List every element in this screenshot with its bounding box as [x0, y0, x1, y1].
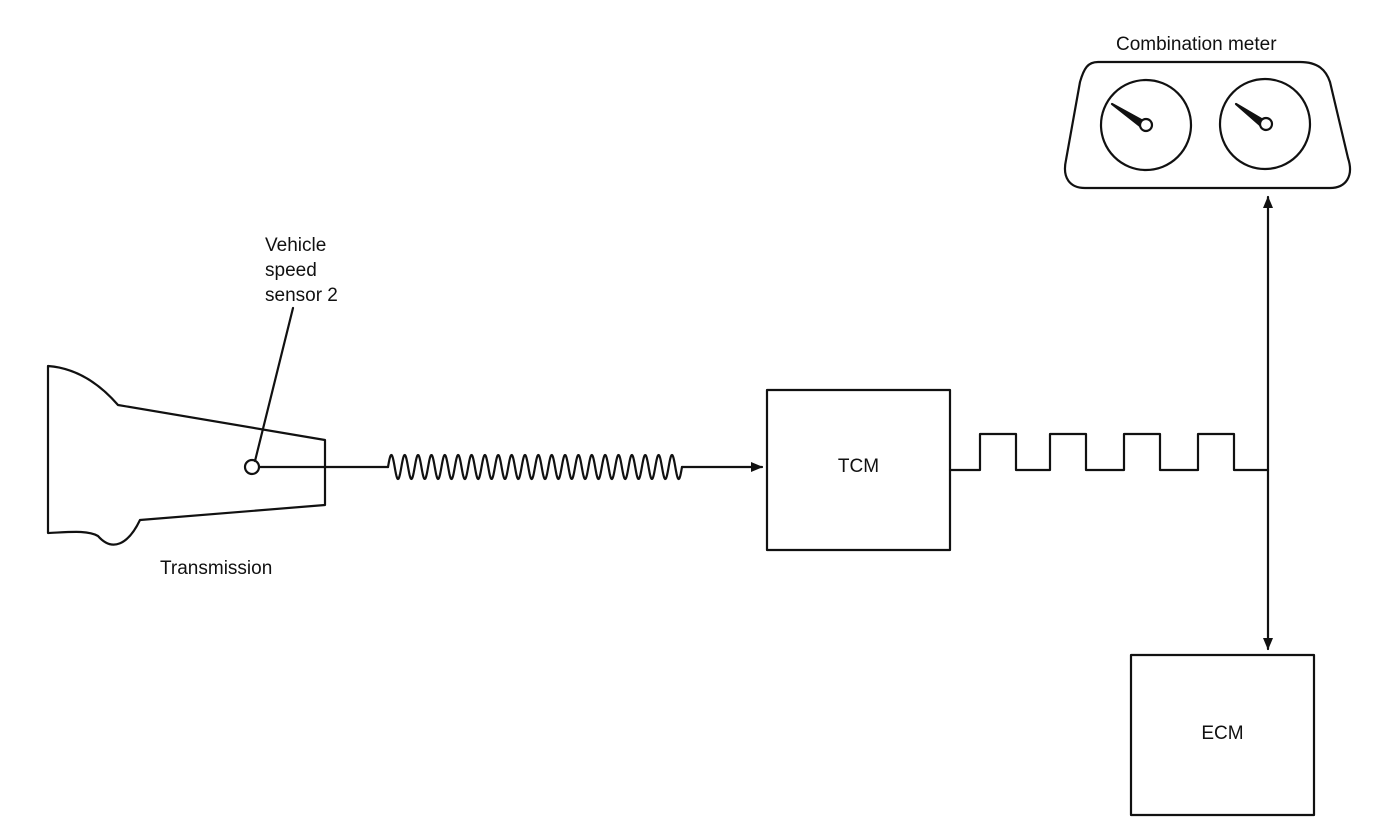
ecm-box	[1129, 653, 1316, 817]
right-gauge-needle	[1234, 102, 1265, 127]
speed-sensor-icon	[243, 458, 261, 476]
sensor-label-line2: speed	[265, 260, 317, 281]
left-gauge-hub	[1138, 117, 1154, 133]
right-gauge-hub	[1258, 116, 1274, 132]
sensor-leader-line	[253, 306, 295, 463]
combination-meter-label: Combination meter	[1116, 34, 1277, 55]
left-gauge-needle	[1110, 102, 1145, 128]
transmission-label: Transmission	[160, 558, 273, 579]
ecm-label: ECM	[1201, 723, 1244, 744]
right-gauge-dial	[1218, 77, 1312, 171]
sensor-label-line3: sensor 2	[265, 285, 338, 306]
sine-waveform	[386, 453, 684, 481]
transmission-housing	[46, 364, 327, 546]
tcm-label: TCM	[837, 456, 880, 477]
combination-meter-housing	[1063, 60, 1352, 190]
left-gauge-dial	[1099, 78, 1193, 172]
pulse-waveform	[948, 432, 1270, 472]
sensor-label-line1: Vehicle	[265, 235, 327, 256]
